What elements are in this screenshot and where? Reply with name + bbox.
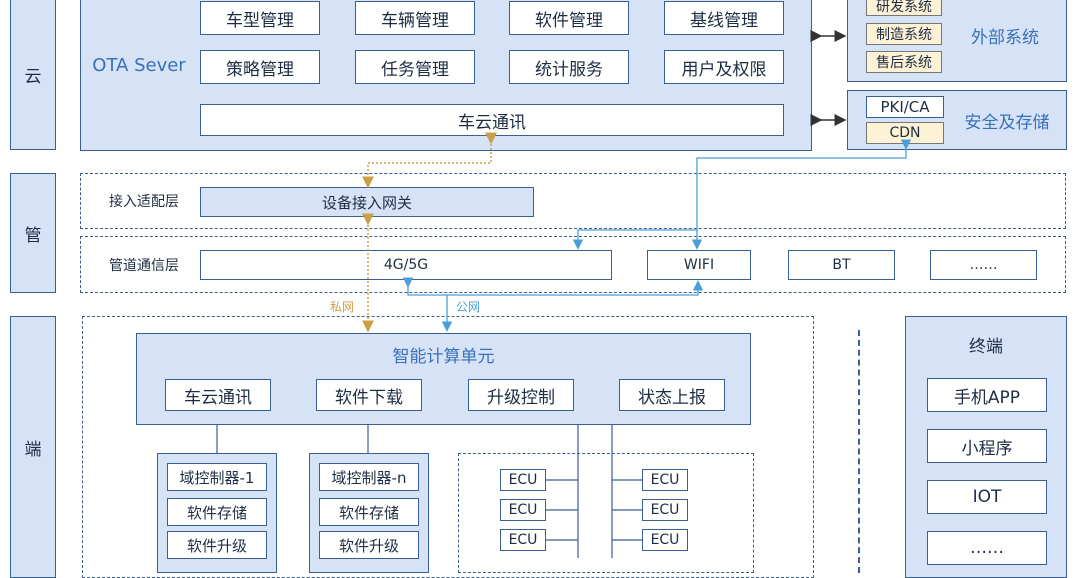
ecu-left-2[interactable]: ECU [500, 499, 546, 521]
external-rd-system[interactable]: 研发系统 [866, 0, 942, 16]
public-network-label: 公网 [456, 300, 481, 314]
channel-4g5g[interactable]: 4G/5G [200, 250, 612, 280]
private-network-label: 私网 [330, 300, 355, 314]
public-path-4g [402, 277, 704, 296]
cu-software-download[interactable]: 软件下载 [316, 379, 422, 411]
terminal-mini-program[interactable]: 小程序 [927, 429, 1047, 463]
smart-compute-unit-title: 智能计算单元 [392, 346, 495, 367]
channel-layer-label: 管道通信层 [109, 258, 179, 274]
cu-vehicle-cloud-comm[interactable]: 车云通讯 [165, 379, 271, 411]
ecu-right-2[interactable]: ECU [642, 499, 688, 521]
end-divider [858, 330, 860, 573]
channel-more[interactable]: …… [930, 250, 1037, 280]
domain-controller-n[interactable]: 域控制器-n [319, 463, 419, 491]
external-manufacturing-system[interactable]: 制造系统 [866, 23, 942, 45]
terminal-title: 终端 [969, 336, 1003, 357]
dcn-software-upgrade[interactable]: 软件升级 [319, 531, 419, 559]
module-task[interactable]: 任务管理 [355, 50, 475, 84]
cu-status-report[interactable]: 状态上报 [619, 379, 725, 411]
module-baseline[interactable]: 基线管理 [664, 1, 784, 35]
dc1-software-storage[interactable]: 软件存储 [167, 498, 267, 526]
layer-cloud-label: 云 [10, 0, 56, 150]
security-storage-title: 安全及存储 [964, 112, 1050, 133]
ecu-left-1[interactable]: ECU [500, 469, 546, 491]
ecu-right-1[interactable]: ECU [642, 469, 688, 491]
cu-upgrade-control[interactable]: 升级控制 [468, 379, 574, 411]
ecu-right-3[interactable]: ECU [642, 529, 688, 551]
public-path-cdn [572, 139, 912, 250]
dc1-software-upgrade[interactable]: 软件升级 [167, 531, 267, 559]
external-systems-title: 外部系统 [971, 27, 1039, 48]
layer-end-label: 端 [10, 316, 56, 578]
access-layer-label: 接入适配层 [109, 194, 179, 210]
terminal-more[interactable]: …… [927, 531, 1047, 565]
ota-server-title: OTA Sever [92, 54, 186, 76]
private-path-upper [362, 132, 497, 189]
dcn-software-storage[interactable]: 软件存储 [319, 498, 419, 526]
domain-controller-1[interactable]: 域控制器-1 [167, 463, 267, 491]
channel-bt[interactable]: BT [788, 250, 895, 280]
terminal-iot[interactable]: IOT [927, 480, 1047, 514]
module-strategy[interactable]: 策略管理 [200, 50, 320, 84]
terminal-mobile-app[interactable]: 手机APP [927, 378, 1047, 412]
module-software[interactable]: 软件管理 [509, 1, 629, 35]
pki-ca-box[interactable]: PKI/CA [866, 96, 944, 118]
module-vehicle-model[interactable]: 车型管理 [200, 1, 320, 35]
module-statistics[interactable]: 统计服务 [509, 50, 629, 84]
layer-pipe-label: 管 [10, 173, 56, 293]
module-vehicle[interactable]: 车辆管理 [355, 1, 475, 35]
external-aftersales-system[interactable]: 售后系统 [866, 51, 942, 73]
vehicle-cloud-comm[interactable]: 车云通讯 [200, 104, 784, 136]
module-user-permission[interactable]: 用户及权限 [664, 50, 784, 84]
ecu-left-3[interactable]: ECU [500, 529, 546, 551]
